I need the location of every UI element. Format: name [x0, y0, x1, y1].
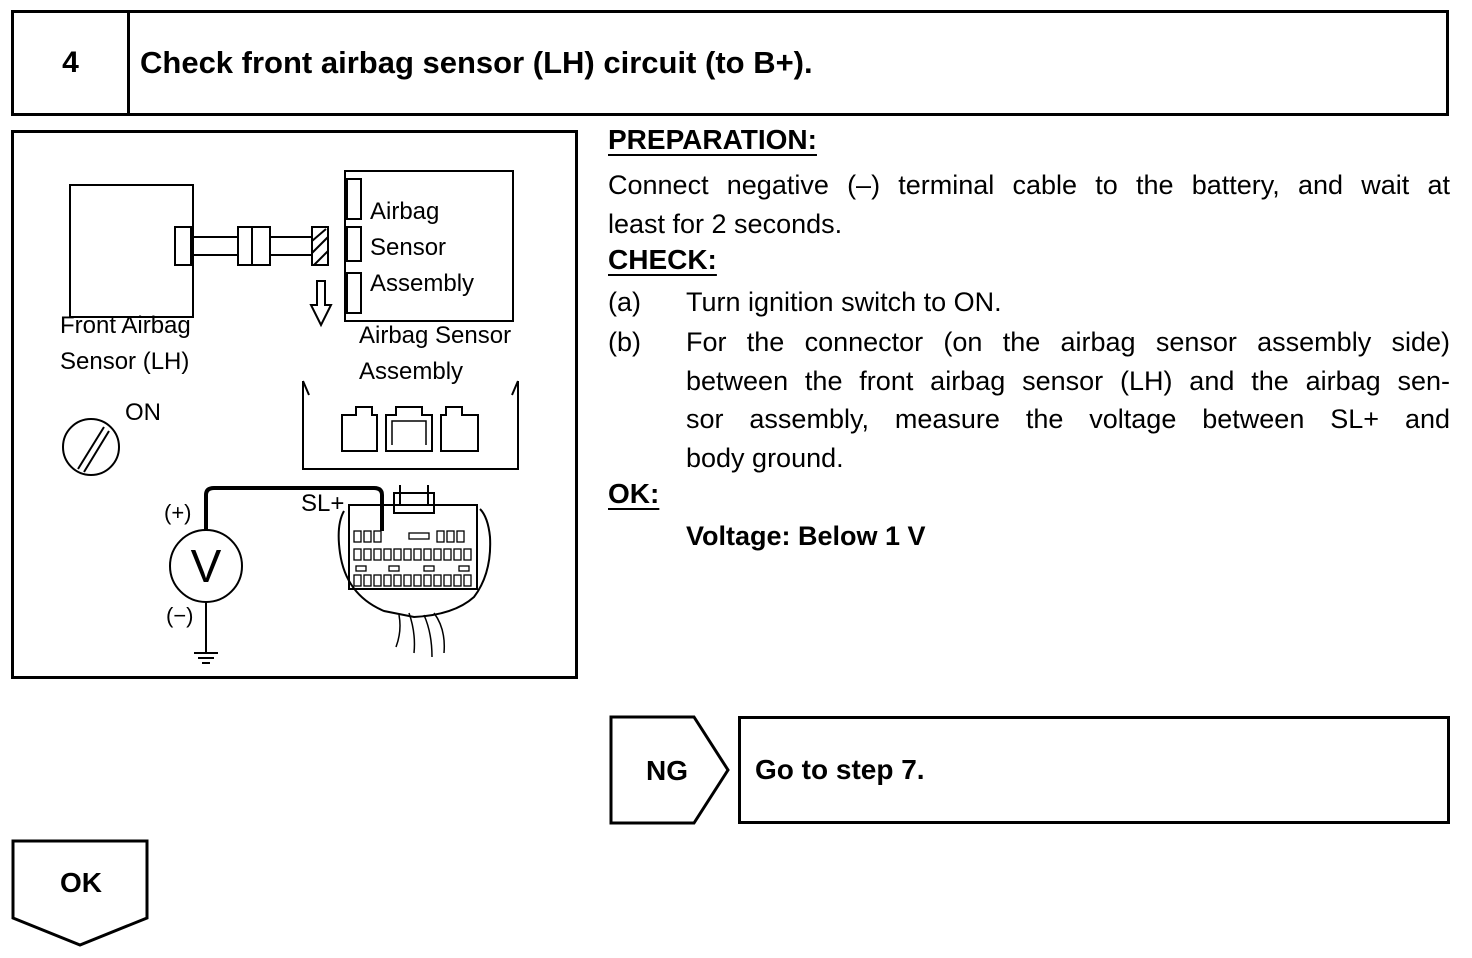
preparation-line-1: Connect negative (–) terminal cable to t… — [608, 170, 1450, 200]
ng-action-text: Go to step 7. — [755, 754, 925, 785]
connector-pins — [353, 530, 472, 587]
check-b-line-3: sor assembly, measure the voltage betwee… — [686, 404, 1450, 434]
wiring-diagram: Front Airbag Sensor (LH) Airbag Sensor A… — [11, 130, 578, 679]
assembly-box-label-3: Assembly — [370, 270, 475, 297]
connector-face — [302, 380, 519, 470]
assembly-side-label-1: Airbag Sensor — [359, 322, 512, 349]
preparation-title: PREPARATION: — [608, 124, 817, 155]
ignition-on-label: ON — [125, 399, 161, 426]
down-arrow — [309, 280, 333, 328]
check-b-line-2: between the front airbag sensor (LH) and… — [686, 366, 1450, 396]
assembly-box-label-1: Airbag — [370, 198, 440, 225]
check-a-text: Turn ignition switch to ON. — [686, 287, 1002, 317]
connector-slot-left — [341, 406, 378, 452]
front-sensor-body — [69, 184, 194, 318]
ng-arrow-shape — [609, 715, 730, 825]
harness-plug — [337, 508, 492, 619]
assembly-side-label-2: Assembly — [359, 358, 464, 385]
front-sensor-label-1: Front Airbag — [60, 312, 191, 339]
assembly-box-label-2: Sensor — [370, 234, 447, 261]
voltmeter-label: V — [190, 540, 222, 592]
minus-label: (−) — [166, 603, 194, 628]
assembly-connector-hatched — [311, 226, 329, 266]
plus-label: (+) — [164, 500, 192, 525]
check-b-line-4: body ground. — [686, 443, 844, 473]
connector-slot-right — [440, 406, 479, 452]
step-number: 4 — [62, 46, 79, 79]
sl-plus-label: SL+ — [301, 490, 345, 517]
ng-action-box: Go to step 7. — [738, 716, 1450, 824]
ignition-switch-icon — [62, 418, 120, 476]
header-divider — [127, 13, 130, 113]
check-title: CHECK: — [608, 244, 717, 275]
check-b-marker: (b) — [608, 327, 641, 357]
front-sensor-label-2: Sensor (LH) — [60, 348, 190, 375]
harness-connector — [237, 226, 271, 266]
ok-spec-value: Voltage: Below 1 V — [686, 521, 926, 551]
step-header: 4 Check front airbag sensor (LH) circuit… — [11, 10, 1449, 116]
assembly-box — [344, 170, 514, 322]
ok-arrow-shape — [11, 839, 149, 947]
check-a-marker: (a) — [608, 287, 641, 317]
ok-label: OK — [60, 867, 102, 898]
step-title: Check front airbag sensor (LH) circuit (… — [140, 45, 813, 80]
front-sensor-connector — [174, 226, 192, 266]
connector-slot-middle — [385, 406, 433, 452]
ng-label: NG — [646, 755, 688, 786]
ok-spec-title: OK: — [608, 478, 660, 509]
diagram-drawing — [62, 170, 519, 664]
preparation-line-2: least for 2 seconds. — [608, 209, 843, 239]
check-b-line-1: For the connector (on the airbag sensor … — [686, 327, 1450, 357]
